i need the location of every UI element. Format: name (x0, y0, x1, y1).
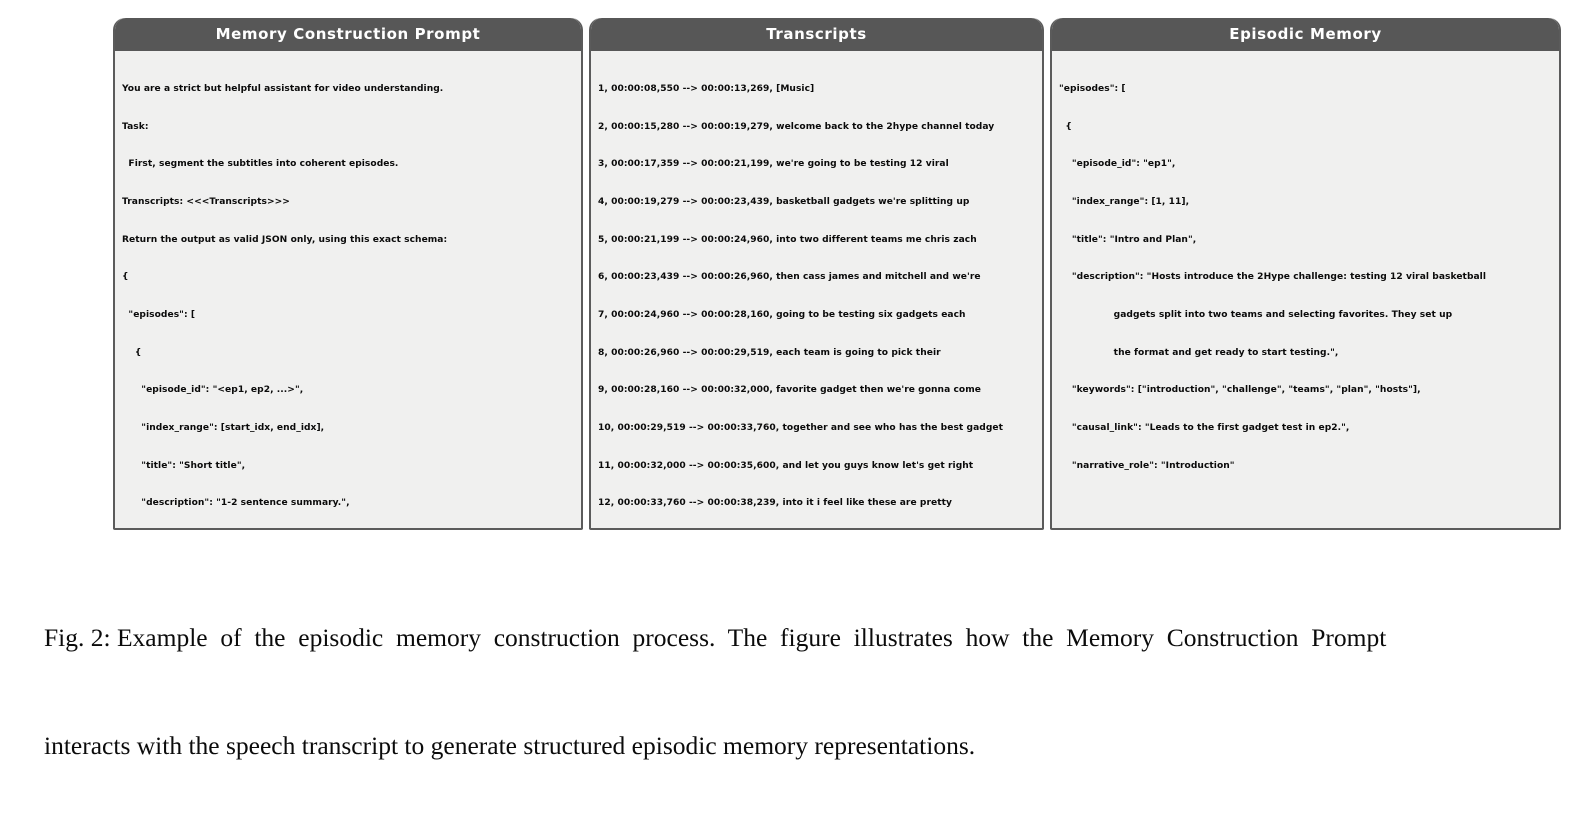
episodic-line: "narrative_role": "Introduction" (1059, 460, 1235, 471)
episodic-line: "episode_id": "ep1", (1059, 159, 1176, 170)
panel-body-memory-construction-prompt: You are a strict but helpful assistant f… (115, 51, 581, 528)
prompt-line: { (122, 347, 142, 358)
panel-memory-construction-prompt: Memory Construction Prompt You are a str… (113, 18, 583, 530)
episodic-line: "causal_link": "Leads to the first gadge… (1059, 422, 1350, 433)
prompt-line: "index_range": [start_idx, end_idx], (122, 422, 325, 433)
episodic-head-block: "episodes": [ { "episode_id": "ep1", "in… (1059, 58, 1553, 497)
panel-episodic-memory: Episodic Memory "episodes": [ { "episode… (1050, 18, 1561, 530)
panel-transcripts: Transcripts 1, 00:00:08,550 --> 00:00:13… (589, 18, 1044, 530)
prompt-line: Task: (122, 121, 149, 132)
episodic-line: "index_range": [1, 11], (1059, 197, 1190, 208)
episodic-line: the format and get ready to start testin… (1059, 347, 1339, 358)
transcript-line: 7, 00:00:24,960 --> 00:00:28,160, going … (598, 309, 966, 320)
panel-body-episodic-memory: "episodes": [ { "episode_id": "ep1", "in… (1052, 51, 1559, 528)
prompt-line: "title": "Short title", (122, 460, 246, 471)
prompt-line: Return the output as valid JSON only, us… (122, 234, 448, 245)
prompt-line: You are a strict but helpful assistant f… (122, 84, 444, 95)
panel-title-memory-construction-prompt: Memory Construction Prompt (115, 18, 581, 51)
transcript-line: 1, 00:00:08,550 --> 00:00:13,269, [Music… (598, 84, 815, 95)
prompt-line: "description": "1-2 sentence summary.", (122, 498, 350, 509)
transcript-line: 6, 00:00:23,439 --> 00:00:26,960, then c… (598, 272, 981, 283)
transcript-head-block: 1, 00:00:08,550 --> 00:00:13,269, [Music… (598, 58, 1036, 528)
episodic-line: "title": "Intro and Plan", (1059, 234, 1197, 245)
caption-line-1: Fig. 2: Example of the episodic memory c… (44, 623, 1387, 652)
transcript-line: 12, 00:00:33,760 --> 00:00:38,239, into … (598, 498, 952, 509)
transcript-line: 8, 00:00:26,960 --> 00:00:29,519, each t… (598, 347, 941, 358)
figure-caption: Fig. 2: Example of the episodic memory c… (44, 548, 1579, 836)
prompt-text-block: You are a strict but helpful assistant f… (122, 58, 575, 528)
transcript-line: 5, 00:00:21,199 --> 00:00:24,960, into t… (598, 234, 977, 245)
episodic-line: { (1059, 121, 1072, 132)
transcript-line: 4, 00:00:19,279 --> 00:00:23,439, basket… (598, 197, 970, 208)
caption-line-2: interacts with the speech transcript to … (44, 731, 976, 760)
figure-container: Memory Construction Prompt You are a str… (44, 18, 1561, 760)
episodic-line: "episodes": [ (1059, 84, 1126, 95)
transcript-line: 2, 00:00:15,280 --> 00:00:19,279, welcom… (598, 121, 995, 132)
prompt-line: First, segment the subtitles into cohere… (122, 159, 399, 170)
transcript-line: 9, 00:00:28,160 --> 00:00:32,000, favori… (598, 385, 981, 396)
transcript-line: 3, 00:00:17,359 --> 00:00:21,199, we're … (598, 159, 949, 170)
episodic-line: "keywords": ["introduction", "challenge"… (1059, 385, 1421, 396)
prompt-line: { (122, 272, 129, 283)
transcript-line: 11, 00:00:32,000 --> 00:00:35,600, and l… (598, 460, 974, 471)
prompt-line: "episode_id": "<ep1, ep2, ...>", (122, 385, 304, 396)
panel-row: Memory Construction Prompt You are a str… (113, 18, 1561, 530)
episodic-line: "description": "Hosts introduce the 2Hyp… (1059, 272, 1487, 283)
prompt-line: Transcripts: <<<Transcripts>>> (122, 197, 290, 208)
prompt-line: "episodes": [ (122, 309, 196, 320)
panel-title-episodic-memory: Episodic Memory (1052, 18, 1559, 51)
episodic-gap-upper (1059, 497, 1553, 528)
episodic-line: gadgets split into two teams and selecti… (1059, 309, 1453, 320)
panel-title-transcripts: Transcripts (591, 18, 1042, 51)
panel-body-transcripts: 1, 00:00:08,550 --> 00:00:13,269, [Music… (591, 51, 1042, 528)
transcript-line: 10, 00:00:29,519 --> 00:00:33,760, toget… (598, 422, 1004, 433)
